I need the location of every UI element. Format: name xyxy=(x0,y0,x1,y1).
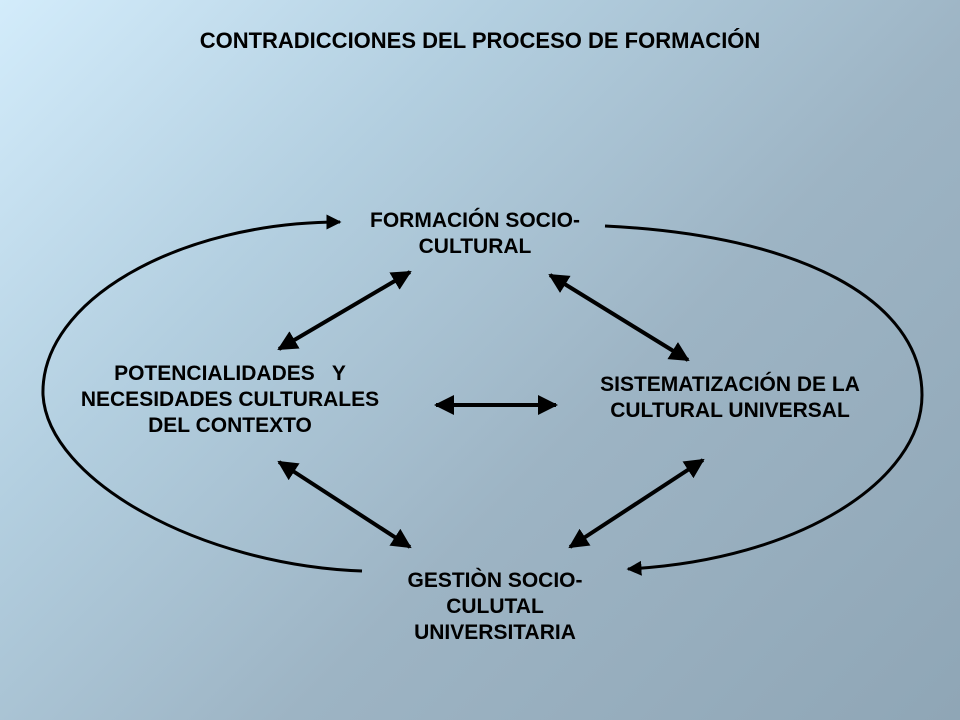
curve-right xyxy=(604,224,924,576)
arrow-right-bottom xyxy=(568,458,705,549)
node-text-line: GESTIÒN SOCIO- xyxy=(407,569,583,592)
node-text-line: DEL CONTEXTO xyxy=(148,414,312,437)
node-formacion-sociocultural: FORMACIÓN SOCIO- CULTURAL xyxy=(330,208,620,260)
node-text-line: POTENCIALIDADES Y xyxy=(114,362,346,385)
node-gestion-sociocultural: GESTIÒN SOCIO- CULUTAL UNIVERSITARIA xyxy=(340,568,650,646)
arrow-left-bottom xyxy=(277,460,412,549)
curve-left xyxy=(41,214,363,573)
arrow-top-right xyxy=(548,273,690,362)
node-text-line: CULUTAL xyxy=(446,595,544,618)
node-text-line: CULTURAL xyxy=(418,235,532,258)
diagram-title: CONTRADICCIONES DEL PROCESO DE FORMACIÓN xyxy=(199,28,761,53)
arrow-top-left xyxy=(277,270,412,351)
node-sistematizacion-cultura: SISTEMATIZACIÓN DE LA CULTURAL UNIVERSAL xyxy=(550,372,910,424)
node-text-line: NECESIDADES CULTURALES xyxy=(80,388,380,411)
node-potencialidades-necesidades: POTENCIALIDADES Y NECESIDADES CULTURALES… xyxy=(30,361,430,439)
node-text-line: FORMACIÓN SOCIO- xyxy=(370,209,580,232)
node-text-line: CULTURAL UNIVERSAL xyxy=(610,399,850,422)
node-text-line: UNIVERSITARIA xyxy=(414,621,576,644)
node-text-line: SISTEMATIZACIÓN DE LA xyxy=(600,373,860,396)
